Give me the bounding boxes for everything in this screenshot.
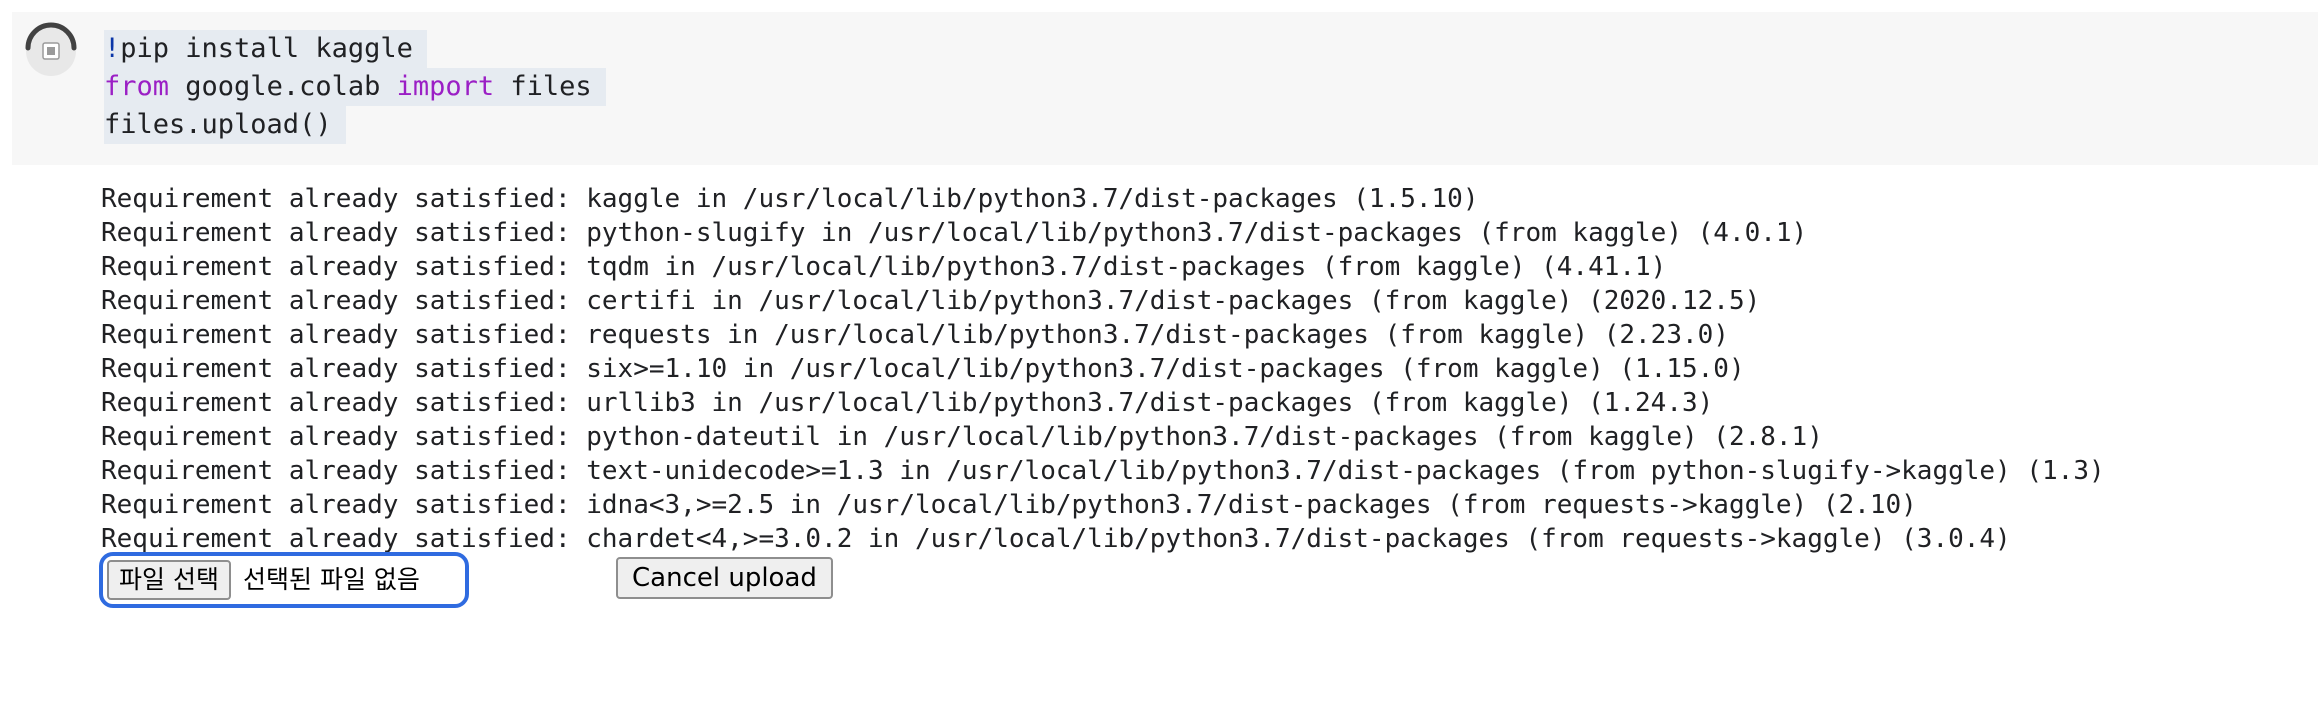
output-line: Requirement already satisfied: kaggle in… xyxy=(101,184,1479,214)
code-text: files.upload() xyxy=(104,109,332,140)
choose-file-button[interactable]: 파일 선택 xyxy=(107,560,231,600)
code-line-3: files.upload() xyxy=(104,106,346,144)
code-keyword-from: from xyxy=(104,71,170,102)
no-file-selected-text: 선택된 파일 없음 xyxy=(243,565,420,594)
code-text: pip install kaggle xyxy=(120,33,413,64)
code-editor[interactable]: !pip install kaggle from google.colab im… xyxy=(104,30,606,144)
output-line: Requirement already satisfied: tqdm in /… xyxy=(101,252,1667,282)
code-bang: ! xyxy=(104,33,121,64)
output-line: Requirement already satisfied: idna<3,>=… xyxy=(101,490,1917,520)
output-line: Requirement already satisfied: urllib3 i… xyxy=(101,388,1714,418)
cell-output: Requirement already satisfied: kaggle in… xyxy=(101,182,2318,554)
output-line: Requirement already satisfied: text-unid… xyxy=(101,456,2105,486)
stop-icon xyxy=(25,22,77,76)
output-line: Requirement already satisfied: python-da… xyxy=(101,422,1823,452)
output-line: Requirement already satisfied: six>=1.10… xyxy=(101,354,1745,384)
code-keyword-import: import xyxy=(396,71,495,102)
file-input[interactable]: 파일 선택 선택된 파일 없음 xyxy=(99,552,469,608)
output-line: Requirement already satisfied: requests … xyxy=(101,320,1729,350)
code-text: files xyxy=(494,71,592,102)
cancel-upload-button[interactable]: Cancel upload xyxy=(616,557,833,599)
output-line: Requirement already satisfied: certifi i… xyxy=(101,286,1761,316)
code-line-2: from google.colab import files xyxy=(104,68,606,106)
output-line: Requirement already satisfied: chardet<4… xyxy=(101,524,2011,554)
stop-execution-button[interactable] xyxy=(22,22,80,80)
code-line-1: !pip install kaggle xyxy=(104,30,427,68)
code-text: google.colab xyxy=(169,71,397,102)
output-line: Requirement already satisfied: python-sl… xyxy=(101,218,1808,248)
